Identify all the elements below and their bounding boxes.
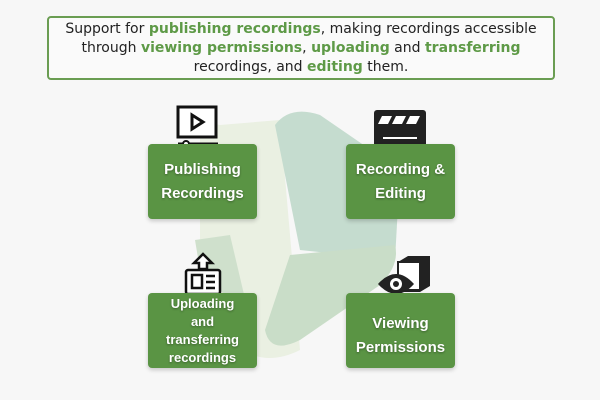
eye-permissions-icon — [378, 256, 430, 294]
card-label: Uploading and transferring recordings — [166, 295, 239, 365]
summary-banner: Support for publishing recordings, makin… — [47, 16, 555, 80]
card-label: Publishing Recordings — [161, 160, 244, 202]
summary-text: Support for publishing recordings, makin… — [65, 20, 537, 75]
video-monitor-icon — [176, 105, 218, 148]
upload-document-icon — [184, 252, 222, 296]
publishing-recordings-card: Publishing Recordings — [148, 144, 257, 219]
recording-editing-card: Recording & Editing — [346, 144, 455, 219]
clapperboard-icon — [374, 110, 426, 153]
uploading-transferring-card: Uploading and transferring recordings — [148, 293, 257, 368]
card-label: Viewing Permissions — [355, 314, 446, 356]
viewing-permissions-card: Viewing Permissions — [346, 293, 455, 368]
card-label: Recording & Editing — [355, 160, 446, 202]
